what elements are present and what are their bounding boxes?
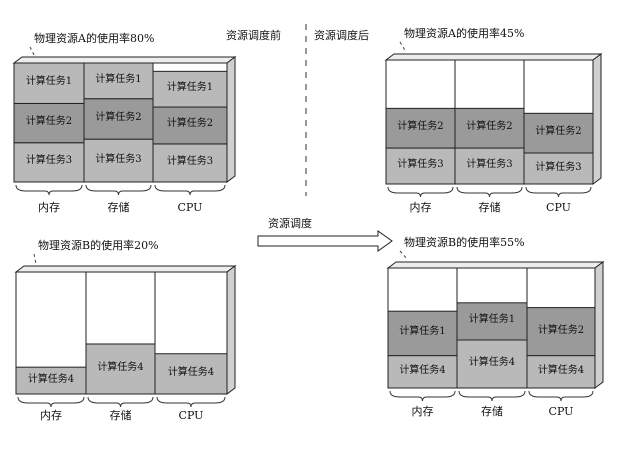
schedule-arrow (257, 230, 393, 252)
task-label: 计算任务1 (25, 76, 73, 88)
column-brace (528, 390, 594, 402)
column-label: CPU (546, 201, 571, 214)
task-label: 计算任务2 (95, 111, 142, 123)
column-brace (15, 184, 83, 196)
column-label: CPU (178, 409, 204, 422)
column-brace (87, 396, 154, 408)
column-brace (389, 390, 456, 402)
task-block (526, 307, 596, 357)
task-label: 计算任务2 (166, 118, 214, 130)
task-block (85, 343, 156, 395)
util-leader (399, 250, 409, 261)
panel-b_after (386, 250, 605, 402)
util-leader (33, 253, 37, 265)
util-leader (29, 46, 35, 56)
column-label: CPU (177, 201, 203, 214)
task-block (154, 353, 228, 395)
task-label: 计算任务4 (468, 357, 516, 368)
task-block (456, 302, 528, 341)
task-block (385, 107, 456, 149)
box-side-face (226, 56, 236, 183)
column-brace (458, 390, 526, 402)
task-label: 计算任务2 (535, 126, 582, 138)
task-block (385, 147, 456, 185)
task-block (152, 106, 228, 145)
task-label: 计算任务2 (25, 116, 73, 128)
task-label: 计算任务4 (97, 361, 144, 373)
column-label: 存储 (481, 405, 503, 418)
task-label: 计算任务3 (397, 159, 444, 171)
column-brace (156, 396, 226, 408)
column-label: 内存 (38, 201, 60, 214)
box-side-face (226, 265, 236, 395)
box-top-face (12, 56, 237, 64)
task-label: 计算任务2 (537, 324, 585, 336)
column-brace (387, 186, 454, 198)
task-block (83, 98, 154, 140)
box-top-face (384, 53, 603, 61)
task-block (526, 355, 596, 389)
task-block (15, 366, 87, 395)
task-block (83, 62, 154, 100)
box-side-face (592, 53, 602, 185)
task-block (523, 112, 594, 154)
task-label: 计算任务1 (95, 73, 142, 85)
task-block (387, 355, 458, 389)
box-top-face (14, 265, 237, 273)
task-block (83, 138, 154, 183)
task-label: 计算任务3 (95, 153, 142, 165)
task-block (13, 62, 85, 104)
column-brace (85, 184, 152, 196)
column-label: 内存 (40, 409, 62, 422)
utilization-label: 物理资源B的使用率55% (404, 236, 525, 249)
task-block (152, 70, 228, 108)
task-label: 计算任务4 (537, 364, 585, 376)
utilization-label: 物理资源A的使用率45% (404, 27, 525, 40)
column-brace (456, 186, 523, 198)
caption-after: 资源调度后 (314, 29, 369, 42)
util-leader (399, 41, 407, 53)
panel-a_before (12, 46, 237, 196)
column-brace (525, 186, 592, 198)
utilization-label: 物理资源A的使用率80% (34, 32, 155, 45)
column-label: 存储 (107, 201, 130, 214)
column-brace (17, 396, 85, 408)
panel-a_after (384, 41, 603, 198)
column-brace (154, 184, 226, 196)
task-block (456, 339, 528, 389)
box-side-face (594, 261, 604, 389)
column-label: CPU (548, 405, 574, 418)
task-label: 计算任务3 (25, 155, 73, 167)
column-label: 存储 (109, 409, 132, 422)
column-label: 内存 (411, 405, 434, 418)
task-label: 计算任务3 (535, 161, 582, 173)
utilization-label: 物理资源B的使用率20% (38, 239, 159, 252)
task-label: 计算任务2 (397, 121, 444, 133)
task-label: 计算任务1 (166, 82, 214, 94)
task-block (152, 143, 228, 183)
caption-schedule: 资源调度 (268, 217, 312, 230)
column-label: 存储 (478, 201, 501, 214)
task-label: 计算任务3 (166, 155, 214, 167)
task-label: 计算任务4 (399, 364, 446, 376)
caption-before: 资源调度前 (226, 29, 281, 42)
panel-b_before (14, 253, 237, 408)
task-block (454, 107, 525, 149)
column-label: 内存 (409, 201, 432, 214)
task-label: 计算任务2 (466, 121, 513, 133)
task-label: 计算任务1 (468, 314, 516, 326)
task-block (523, 152, 594, 185)
task-label: 计算任务3 (466, 159, 513, 171)
task-label: 计算任务1 (399, 326, 446, 338)
box-top-face (386, 261, 605, 269)
task-label: 计算任务4 (167, 366, 215, 378)
task-label: 计算任务4 (27, 373, 75, 385)
